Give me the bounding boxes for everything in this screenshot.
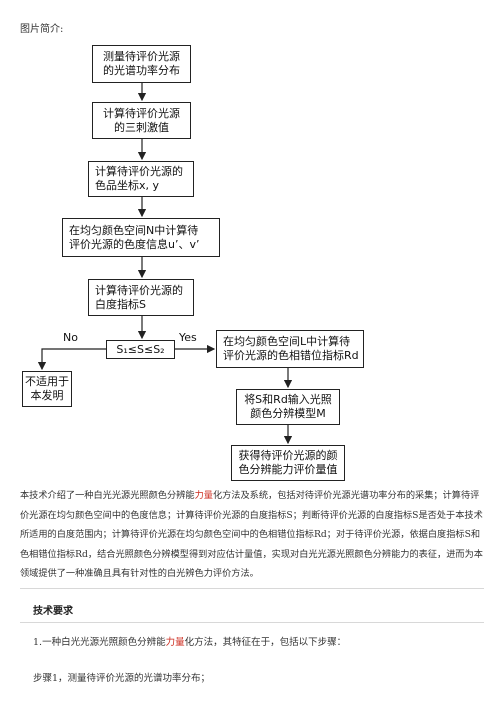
flow-step-text: 在均匀颜色空间N中计算待 (69, 223, 199, 237)
flow-step-text: 的光谱功率分布 (103, 64, 180, 77)
flow-step-whiteness: 计算待评价光源的 白度指标S (88, 279, 194, 316)
flow-step-text: 获得待评价光源的颜 (238, 449, 338, 462)
flow-step-input-model: 将S和Rd输入光照 颜色分辨模型M (236, 389, 340, 425)
decision-text: S₁≤S≤S₂ (116, 342, 165, 356)
flow-step-chromaticity-uv: 在均匀颜色空间N中计算待 评价光源的色度信息u’、v’ (62, 218, 220, 257)
flow-step-text: 评价光源的色相错位指标Rd (223, 349, 359, 362)
flow-step-text: 色分辨能力评价量值 (238, 463, 338, 476)
flow-step-text: 评价光源的色度信息u’、v’ (69, 237, 200, 251)
yes-branch-label: Yes (179, 331, 197, 344)
flow-step-text: 色品坐标x, y (95, 179, 160, 192)
flow-result-not-applicable: 不适用于 本发明 (22, 371, 72, 407)
claim-step-1: 步骤1，测量待评价光源的光谱功率分布； (33, 673, 211, 684)
flow-step-text: 测量待评价光源 (103, 50, 180, 63)
intro-label: 图片简介: (20, 24, 64, 35)
divider-top (20, 588, 484, 589)
flow-step-text: 在均匀颜色空间L中计算待 (223, 335, 351, 348)
claim-1-text-2: 化方法，其特征在于，包括以下步骤： (184, 637, 347, 648)
flow-step-tristimulus: 计算待评价光源 的三刺激值 (92, 102, 191, 139)
flow-step-text: 不适用于 (25, 375, 69, 388)
flow-step-measure-spectrum: 测量待评价光源 的光谱功率分布 (92, 45, 191, 83)
requirements-title: 技术要求 (33, 606, 73, 617)
abstract-text-1: 本技术介绍了一种白光光源光照颜色分辨能 (20, 490, 195, 501)
claim-1-highlight: 力量 (165, 637, 185, 648)
flow-step-hue-shift: 在均匀颜色空间L中计算待 评价光源的色相错位指标Rd (216, 330, 364, 368)
flow-step-text: 的三刺激值 (114, 120, 169, 134)
abstract-paragraph: 本技术介绍了一种白光光源光照颜色分辨能力量化方法及系统，包括对待评价光源光谱功率… (20, 486, 484, 584)
flow-step-text: 将S和Rd输入光照 (244, 393, 332, 406)
claim-1: 1.一种白光光源光照颜色分辨能力量化方法，其特征在于，包括以下步骤： (33, 634, 346, 648)
flow-step-evaluation-result: 获得待评价光源的颜 色分辨能力评价量值 (231, 445, 345, 481)
no-branch-label: No (63, 331, 78, 344)
flow-step-text: 颜色分辨模型M (250, 407, 326, 420)
divider-bottom (20, 622, 484, 623)
flow-step-text: 白度指标S (95, 297, 146, 311)
flow-step-text: 计算待评价光源的 (95, 283, 183, 297)
flow-step-text: 计算待评价光源 (103, 106, 180, 120)
flow-step-text: 计算待评价光源的 (95, 165, 183, 178)
abstract-text-2: 化方法及系统，包括对待评价光源光谱功率分布的采集；计算待评价光源在均匀颜色空间中… (20, 490, 483, 579)
flow-decision-whiteness-range: S₁≤S≤S₂ (106, 340, 175, 359)
highlight-term: 力量 (194, 490, 213, 501)
flow-step-text: 本发明 (30, 389, 64, 402)
flow-step-chromaticity-xy: 计算待评价光源的 色品坐标x, y (88, 161, 194, 197)
claim-1-text-1: 1.一种白光光源光照颜色分辨能 (33, 637, 166, 648)
